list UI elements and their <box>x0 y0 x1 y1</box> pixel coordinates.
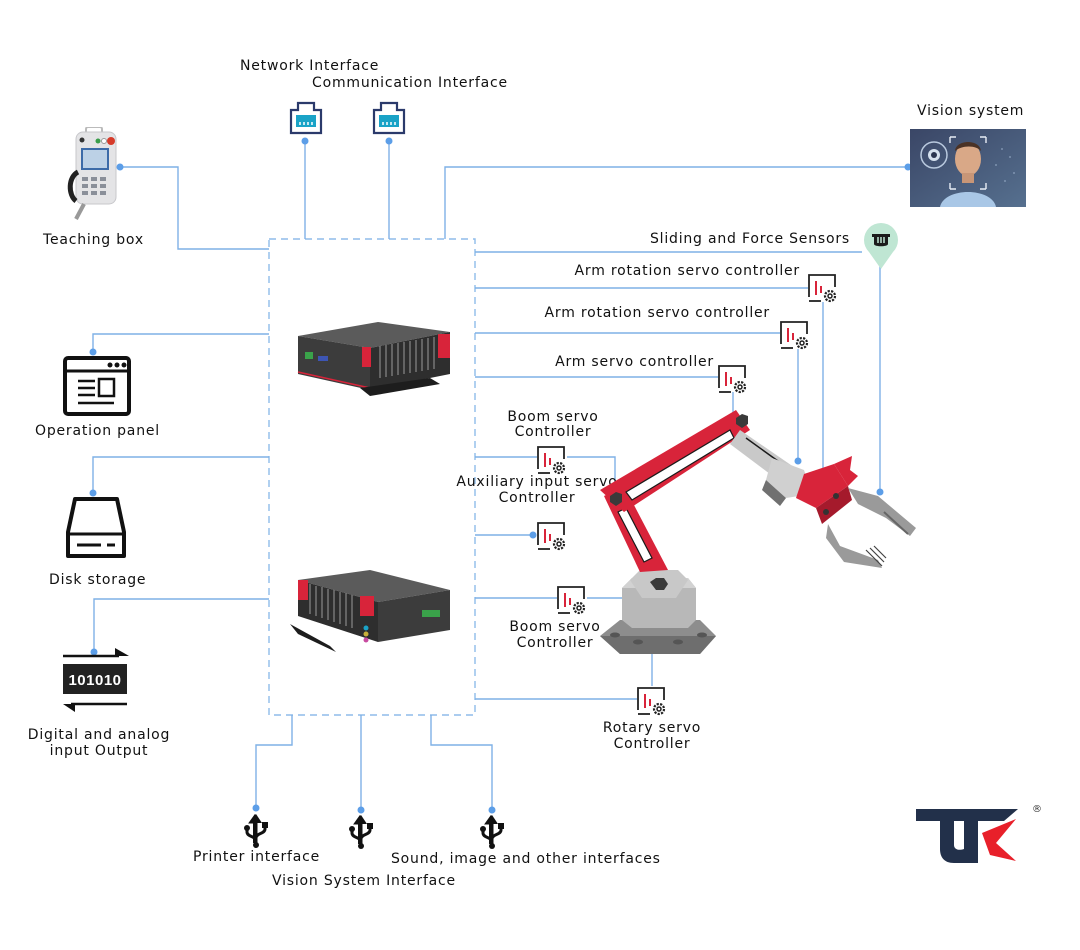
boom-servo-controller-2-label-line1: Boom servo <box>509 619 601 635</box>
disk-storage-icon <box>66 497 126 558</box>
rotary-servo-controller-label-line2: Controller <box>613 736 691 752</box>
wire-dot <box>89 489 97 497</box>
servo-controller-icon <box>807 273 837 303</box>
wire-operation-panel <box>92 333 269 352</box>
wire-disk-storage <box>92 456 269 493</box>
digital-io-label-line1: Digital and analog <box>27 727 171 743</box>
usb-icon <box>478 814 506 850</box>
servo-controller-icon <box>779 320 809 350</box>
ethernet-port-icon <box>289 101 323 135</box>
vision-system-interface-label: Vision System Interface <box>272 873 456 889</box>
wire-dot <box>529 531 537 539</box>
wire-printer <box>255 715 293 808</box>
disk-storage-label: Disk storage <box>49 572 147 588</box>
wire-dot <box>357 806 365 814</box>
operation-panel-label: Operation panel <box>35 423 160 439</box>
servo-controller-icon <box>536 445 566 475</box>
wire-dot <box>90 648 98 656</box>
force-sensor-pin-icon <box>864 222 898 269</box>
wire-digital-io <box>93 598 269 652</box>
wire-dot <box>301 137 309 145</box>
company-logo <box>916 809 1018 863</box>
communication-interface-label: Communication Interface <box>312 75 508 91</box>
industrial-pc-2-image <box>290 570 450 652</box>
digital-io-label-line2: input Output <box>49 743 149 759</box>
wire-sound-image <box>430 715 493 810</box>
wire-dot <box>488 806 496 814</box>
wire-dot <box>876 488 884 496</box>
boom-servo-controller-1-label-line1: Boom servo <box>507 409 599 425</box>
servo-controller-icon <box>636 686 666 716</box>
aux-input-controller-label-line1: Auxiliary input servo <box>456 474 618 490</box>
registered-mark: ® <box>1032 804 1042 815</box>
wire-dot <box>252 804 260 812</box>
ethernet-port-icon <box>372 101 406 135</box>
wire-vision-system <box>444 166 908 239</box>
operation-panel-icon <box>63 356 131 416</box>
force-sensors-label: Sliding and Force Sensors <box>649 231 850 247</box>
usb-icon <box>242 813 270 849</box>
arm-rotation-controller-1-label: Arm rotation servo controller <box>574 263 800 279</box>
aux-input-controller-label-line2: Controller <box>498 490 576 506</box>
wire-dot <box>116 163 124 171</box>
digital-io-code: 101010 <box>68 672 122 689</box>
servo-controller-icon <box>536 521 566 551</box>
robot-arm-illustration <box>600 410 916 654</box>
network-interface-label: Network Interface <box>240 58 380 74</box>
servo-controller-icon <box>717 364 747 394</box>
digital-io-arrows-icon <box>63 648 129 712</box>
wire-teaching-box <box>120 166 269 250</box>
wire-dot <box>904 163 912 171</box>
arm-rotation-controller-2-label: Arm rotation servo controller <box>544 305 770 321</box>
wire-dot <box>89 348 97 356</box>
usb-icon <box>347 814 375 850</box>
arm-servo-controller-label: Arm servo controller <box>555 354 714 370</box>
teaching-box-label: Teaching box <box>43 232 144 248</box>
wire-dot <box>385 137 393 145</box>
boom-servo-controller-2-label-line2: Controller <box>516 635 594 651</box>
industrial-pc-1-image <box>297 322 450 396</box>
teaching-pendant-icon <box>67 127 117 220</box>
wire-dot <box>794 457 802 465</box>
printer-interface-label: Printer interface <box>193 849 321 865</box>
vision-system-label: Vision system <box>917 103 1025 119</box>
controller-box <box>268 238 476 716</box>
vision-system-image <box>910 129 1026 207</box>
servo-controller-icon <box>556 585 586 615</box>
rotary-servo-controller-label-line1: Rotary servo <box>602 720 702 736</box>
sound-image-interfaces-label: Sound, image and other interfaces <box>391 851 661 867</box>
boom-servo-controller-1-label-line2: Controller <box>514 424 592 440</box>
